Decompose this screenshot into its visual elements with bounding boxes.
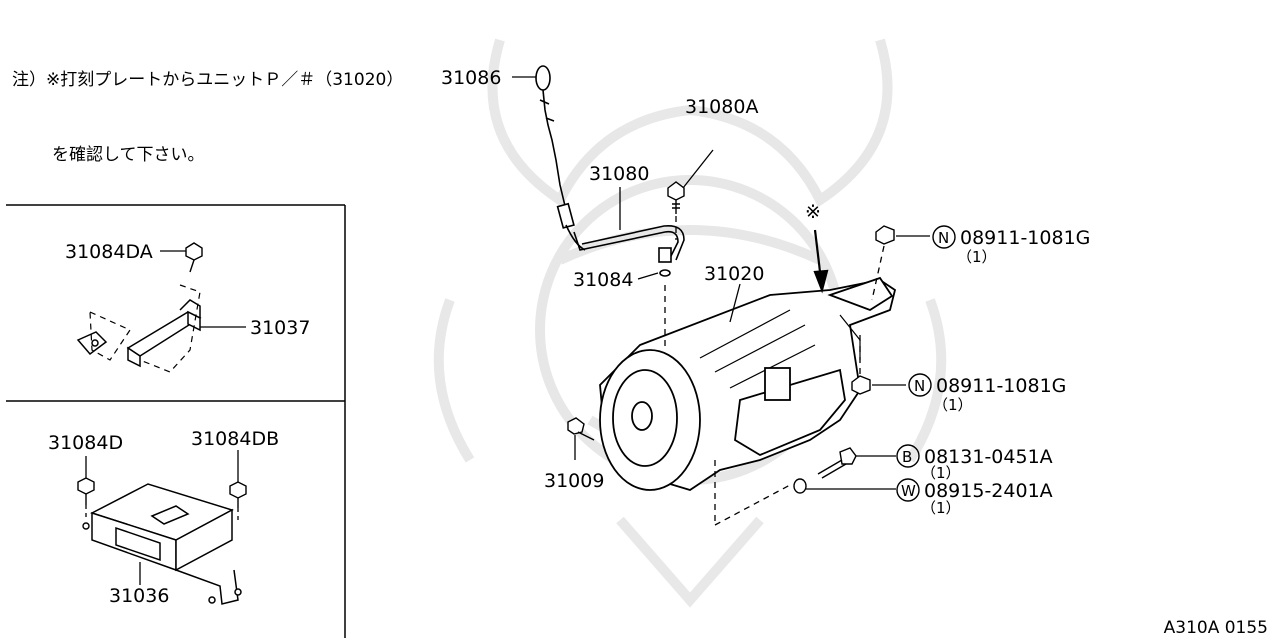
bolt-31080a [667,181,685,214]
nut-top [875,225,895,245]
hw-qty-1: （1） [957,248,997,266]
note-line-2: を確認して下さい。 [52,145,205,165]
filler-tube [573,224,685,277]
label-31080a: 31080A [685,96,758,118]
nut-lower [851,375,871,395]
hw-number-3: 08131-0451A [924,446,1053,468]
hw-symbol-4: W [901,482,916,500]
bracket-dashed [89,284,201,373]
transmission-assembly [599,276,897,491]
leader-lines-panel1 [160,250,246,328]
dipstick [535,65,586,251]
label-31037: 31037 [250,317,310,339]
washer-08915 [793,478,807,494]
label-31009: 31009 [544,470,604,492]
bolt-31084da [185,242,203,273]
sub-panel-frame [6,204,346,638]
bolt-31084db [229,481,247,508]
label-31080: 31080 [589,163,649,185]
instruction-note: 注）※打刻プレートからユニットＰ／＃（31020） を確認して下さい。 [12,18,403,193]
leader-lines-panel2 [85,450,239,585]
label-31020: 31020 [704,263,764,285]
marker-arrow [813,229,829,294]
leader-lines [512,76,930,490]
label-31036: 31036 [109,585,169,607]
label-31084: 31084 [573,269,633,291]
bolt-08131 [817,447,857,479]
hw-number-1: 08911-1081G [960,227,1090,249]
hw-qty-2: （1） [933,396,973,414]
label-31084d: 31084D [48,432,123,454]
label-31084da: 31084DA [65,241,153,263]
hw-number-2: 08911-1081G [936,375,1066,397]
hw-qty-3: （1） [921,464,961,482]
bolt-31084d [77,477,95,530]
control-unit [90,483,242,605]
bracket-assembly [76,299,202,368]
hw-symbol-3: B [902,448,912,466]
symbol-circles [896,225,956,502]
bolt-31009 [567,417,595,441]
dashed-guides [664,216,885,526]
note-line-1: 注）※打刻プレートからユニットＰ／＃（31020） [12,70,404,90]
hw-number-4: 08915-2401A [924,480,1053,502]
figure-code: A310A 0155 [1163,618,1268,638]
hw-symbol-2: N [914,377,925,395]
label-31084db: 31084DB [191,428,279,450]
hw-qty-4: （1） [921,499,961,517]
label-31086: 31086 [441,67,501,89]
marker-symbol: ※ [805,201,821,223]
hw-symbol-1: N [938,229,949,247]
